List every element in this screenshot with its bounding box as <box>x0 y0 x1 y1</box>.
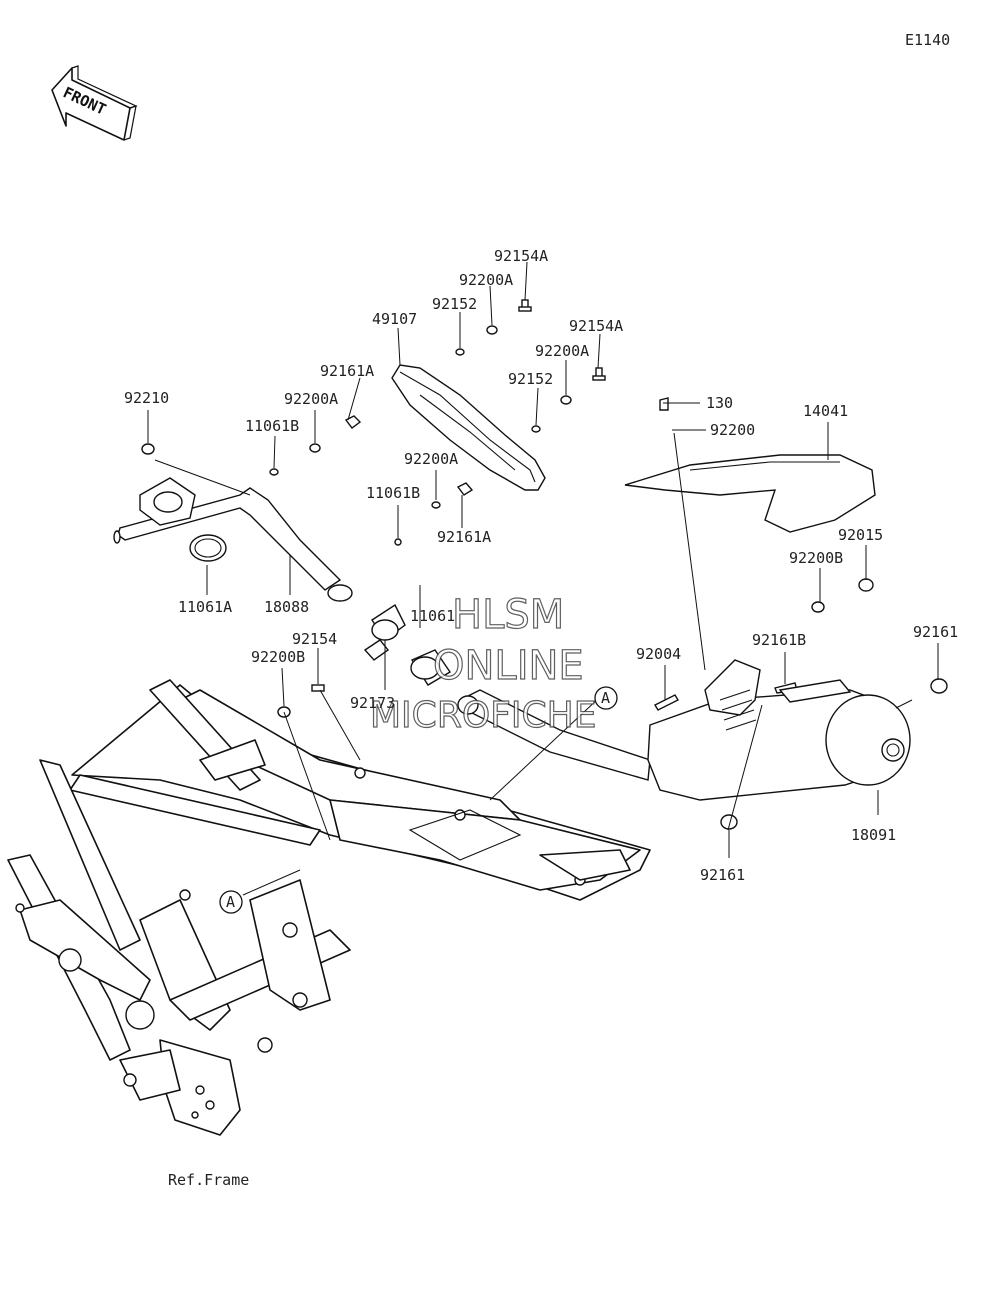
label-92200A: 92200A <box>459 271 513 289</box>
diagram-code: E1140 <box>905 31 950 49</box>
label-11061A: 11061A <box>178 598 232 616</box>
label-11061B: 11061B <box>366 484 420 502</box>
svg-text:MICROFICHE: MICROFICHE <box>370 695 596 736</box>
label-92200B: 92200B <box>251 648 305 666</box>
callout-a-bottom: A <box>219 890 243 914</box>
label-18088: 18088 <box>264 598 309 616</box>
label-92200A: 92200A <box>284 390 338 408</box>
label-18091: 18091 <box>851 826 896 844</box>
svg-text:ONLINE: ONLINE <box>433 643 584 689</box>
label-11061B: 11061B <box>245 417 299 435</box>
heat-guard-49107 <box>391 364 546 491</box>
label-92161A: 92161A <box>320 362 374 380</box>
callout-a-top: A <box>594 686 618 710</box>
frame-drawing <box>7 679 651 1136</box>
fasteners <box>141 299 948 830</box>
label-92161B: 92161B <box>752 631 806 649</box>
label-11061: 11061 <box>410 607 455 625</box>
label-92161A: 92161A <box>437 528 491 546</box>
label-92154A: 92154A <box>569 317 623 335</box>
label-92152: 92152 <box>432 295 477 313</box>
leader-lines <box>147 261 939 896</box>
mid-pipe <box>458 689 651 781</box>
label-92200B: 92200B <box>789 549 843 567</box>
front-arrow-icon: FRONT <box>51 65 138 141</box>
label-92200A: 92200A <box>404 450 458 468</box>
label-92015: 92015 <box>838 526 883 544</box>
label-92210: 92210 <box>124 389 169 407</box>
svg-text:HLSM: HLSM <box>452 592 564 638</box>
label-92200: 92200 <box>710 421 755 439</box>
watermark: HLSM ONLINE MICROFICHE <box>369 591 597 736</box>
label-92004: 92004 <box>636 645 681 663</box>
label-92161: 92161 <box>913 623 958 641</box>
label-92154A: 92154A <box>494 247 548 265</box>
ref-frame-label: Ref.Frame <box>168 1171 249 1189</box>
clamp-92173 <box>371 603 406 642</box>
label-92152: 92152 <box>508 370 553 388</box>
label-92161: 92161 <box>700 866 745 884</box>
part-labels: 92154A 92200A 92152 49107 92154A 92200A … <box>124 247 958 1189</box>
svg-text:A: A <box>601 689 610 707</box>
label-49107: 49107 <box>372 310 417 328</box>
label-92200A: 92200A <box>535 342 589 360</box>
label-130: 130 <box>706 394 733 412</box>
svg-text:A: A <box>226 893 235 911</box>
sleeve-11061 <box>410 649 451 686</box>
label-92173: 92173 <box>350 694 395 712</box>
heat-cover-14041 <box>624 454 876 533</box>
muffler-18091 <box>647 659 911 801</box>
label-14041: 14041 <box>803 402 848 420</box>
exhaust-pipe-18088 <box>113 477 353 602</box>
label-92154: 92154 <box>292 630 337 648</box>
